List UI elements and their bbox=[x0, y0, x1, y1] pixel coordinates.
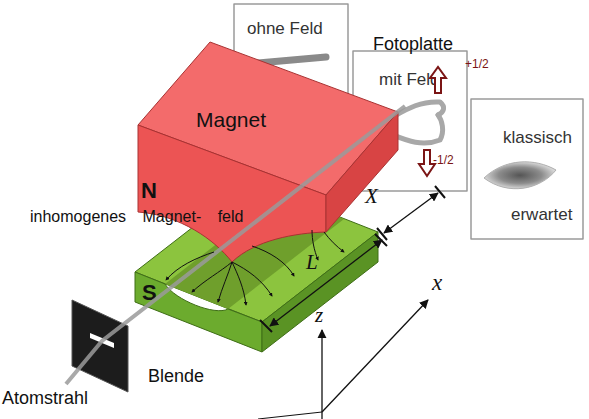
atom-beam bbox=[66, 106, 405, 384]
magnet-side bbox=[326, 112, 398, 232]
aperture-plate bbox=[72, 300, 128, 392]
dimension-label: L bbox=[306, 250, 318, 274]
field-label: inhomogenes Magnet- feld bbox=[30, 206, 243, 228]
beam-trace bbox=[258, 57, 326, 63]
photo-plate: klassisch erwartet bbox=[470, 98, 584, 240]
field-line bbox=[192, 262, 232, 292]
beam-label: Atomstrahl bbox=[2, 388, 88, 409]
field-line bbox=[324, 232, 344, 252]
pole-label: S bbox=[142, 280, 157, 305]
node-shape bbox=[471, 99, 583, 239]
axis-line bbox=[321, 330, 322, 419]
field-line bbox=[218, 262, 232, 302]
spin-down-arrow bbox=[419, 150, 435, 176]
axis-label: x bbox=[432, 270, 442, 296]
pole-label: N bbox=[141, 178, 157, 203]
axis-label: z bbox=[315, 303, 323, 327]
aperture-label: Blende bbox=[148, 366, 204, 387]
field-line bbox=[232, 262, 272, 296]
field-line bbox=[166, 252, 214, 280]
spin-label: +1/2 bbox=[465, 58, 489, 72]
plate-title: erwartet bbox=[511, 205, 572, 225]
beam-trace bbox=[484, 162, 556, 189]
plate-title: klassisch bbox=[503, 128, 572, 148]
dimension-label: X bbox=[365, 184, 378, 208]
field-line bbox=[232, 262, 246, 305]
field-line bbox=[252, 246, 294, 276]
magnet-north: MagnetN bbox=[135, 40, 401, 265]
axis-line bbox=[322, 300, 428, 412]
spin-label: -1/2 bbox=[433, 154, 454, 168]
dimension-arrow bbox=[384, 193, 438, 233]
aperture-slit bbox=[90, 333, 114, 348]
magnet-side bbox=[262, 232, 378, 352]
plate-caption: Fotoplatte bbox=[373, 34, 453, 55]
axis-line bbox=[258, 412, 322, 419]
dimension-tick bbox=[260, 234, 387, 332]
field-lines bbox=[166, 230, 344, 305]
plate-title: ohne Feld bbox=[247, 19, 323, 39]
plate-outline bbox=[471, 99, 583, 239]
dimension-arrow bbox=[270, 240, 382, 326]
node-shape bbox=[72, 300, 128, 392]
node-outline bbox=[135, 40, 401, 265]
spin-up-arrow bbox=[430, 67, 446, 93]
magnet-label: Magnet bbox=[196, 108, 266, 132]
magnet-pole bbox=[135, 272, 262, 352]
aperture: Blende bbox=[70, 296, 215, 396]
dimension-tick bbox=[377, 186, 445, 240]
node-shape bbox=[135, 182, 378, 352]
plate-title: mit Feld bbox=[379, 70, 439, 90]
